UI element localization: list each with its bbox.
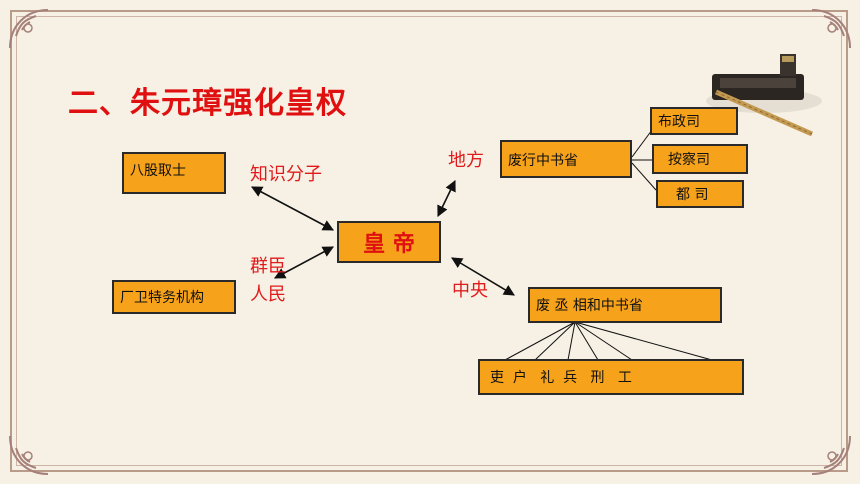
label-difang: 地方 [448,150,484,171]
label-zhongyang: 中央 [452,280,488,301]
arrow-emperor-qunchen [274,246,334,279]
node-fei-xingzhongshu: 废行中书省 [500,140,632,178]
label-renmin: 人民 [250,284,286,305]
node-du: 都 司 [656,180,744,208]
node-changwei-label: 厂卫特务机构 [120,290,204,306]
node-ancha: 按察司 [652,144,748,174]
label-qunchen: 群臣 [250,256,286,277]
arrow-emperor-local [437,179,456,218]
node-changwei: 厂卫特务机构 [112,280,236,314]
node-fei-chengxiang-label: 废 丞 相和中书省 [536,298,643,314]
node-buzheng: 布政司 [650,107,738,135]
node-ancha-label: 按察司 [668,152,710,168]
node-bagu: 八股取士 [122,152,226,194]
node-emperor-label: 皇 帝 [363,232,415,257]
decorative-frame-inner [16,16,842,466]
node-fei-xingzhongshu-label: 废行中书省 [508,153,578,169]
label-zhishi: 知识分子 [250,164,322,185]
corner-ornament-icon [9,9,49,49]
node-buzheng-label: 布政司 [658,114,700,130]
node-emperor: 皇 帝 [337,221,441,263]
node-du-label: 都 司 [676,187,709,203]
node-six-ministries-label: 吏 户 礼 兵 刑 工 [490,370,632,386]
page-title: 二、朱元璋强化皇权 [68,86,347,121]
node-six-ministries: 吏 户 礼 兵 刑 工 [478,359,744,395]
decorative-frame [10,10,848,472]
corner-ornament-icon [9,435,49,475]
node-fei-chengxiang: 废 丞 相和中书省 [528,287,722,323]
node-bagu-label: 八股取士 [130,163,186,179]
corner-ornament-icon [811,9,851,49]
arrow-emperor-zhishi [251,186,334,231]
arrow-emperor-central [451,257,515,296]
corner-ornament-icon [811,435,851,475]
